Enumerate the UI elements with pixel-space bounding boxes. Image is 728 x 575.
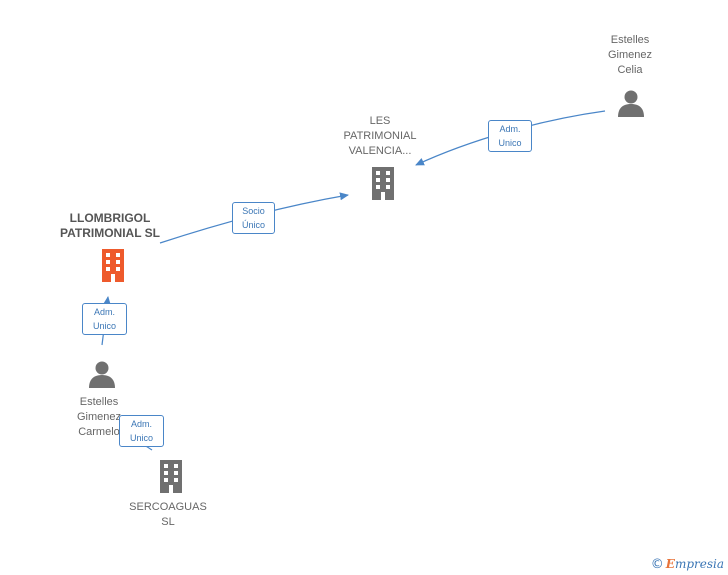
node-celia-name-line: Gimenez: [607, 49, 653, 61]
empresia-logo[interactable]: ©Empresia: [651, 557, 724, 572]
edge-label-line: Socio: [242, 206, 265, 216]
node-sercoaguas-label: SERCOAGUAS SL: [118, 500, 218, 530]
edge-label-celia-to-les[interactable]: Adm. Unico: [488, 120, 532, 152]
building-icon[interactable]: [154, 459, 188, 493]
edge-label-carmelo-to-llombrigol[interactable]: Adm. Unico: [82, 303, 127, 335]
node-carmelo-name-line: Gimenez: [76, 411, 122, 423]
edge-label-line: Adm.: [499, 124, 521, 134]
node-llombrigol-name-line: LLOMBRIGOL: [69, 211, 151, 225]
node-llombrigol-label: LLOMBRIGOL PATRIMONIAL SL: [50, 211, 170, 241]
brand-name: mpresia: [674, 557, 724, 571]
node-celia-name-line: Celia: [617, 64, 643, 76]
node-carmelo-label: Estelles Gimenez Carmelo: [59, 395, 139, 440]
node-les-patrimonial-label: LES PATRIMONIAL VALENCIA...: [330, 114, 430, 159]
edge-label-line: Unico: [92, 321, 116, 331]
edge-label-line: Adm.: [130, 419, 152, 429]
person-icon[interactable]: [87, 359, 117, 389]
edge-label-line: Unico: [498, 138, 522, 148]
node-celia-label: Estelles Gimenez Celia: [590, 33, 670, 78]
person-icon[interactable]: [616, 88, 646, 118]
node-sercoaguas-name-line: SL: [161, 516, 175, 528]
edge-label-llombrigol-to-les[interactable]: Socio Único: [232, 202, 275, 234]
building-icon[interactable]: [366, 166, 400, 200]
node-les-name-line: PATRIMONIAL: [343, 130, 417, 142]
edge-label-line: Adm.: [93, 307, 115, 317]
edge-label-line: Único: [241, 220, 265, 230]
node-llombrigol-name-line: PATRIMONIAL SL: [60, 226, 160, 240]
edge-label-line: Unico: [129, 433, 153, 443]
brand-initial: E: [665, 557, 675, 571]
node-les-name-line: VALENCIA...: [348, 145, 412, 157]
node-les-name-line: LES: [369, 115, 391, 127]
node-carmelo-name-line: Estelles: [79, 396, 119, 408]
node-carmelo-name-line: Carmelo: [78, 426, 120, 438]
edge-label-carmelo-to-sercoaguas[interactable]: Adm. Unico: [119, 415, 164, 447]
copyright-symbol: ©: [650, 557, 664, 572]
node-sercoaguas-name-line: SERCOAGUAS: [129, 501, 207, 513]
node-celia-name-line: Estelles: [610, 34, 650, 46]
building-icon[interactable]: [96, 248, 130, 282]
